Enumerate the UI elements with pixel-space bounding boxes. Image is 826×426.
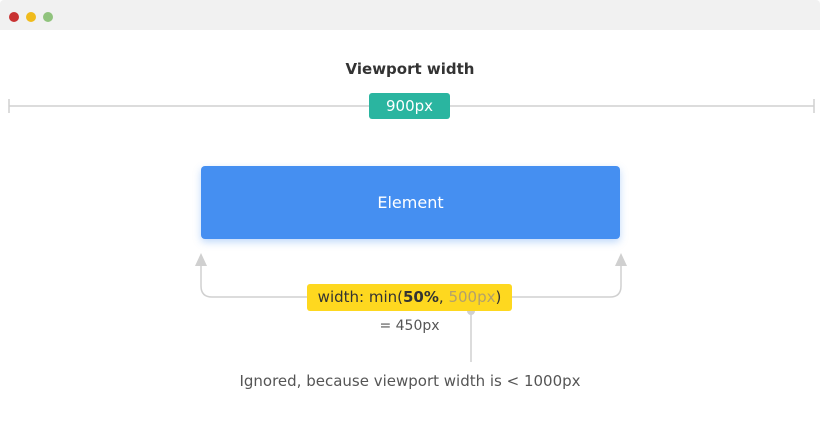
computed-result: = 450px <box>379 318 440 334</box>
element-box: Element <box>201 166 620 239</box>
formula-prefix: width: min( <box>317 288 403 306</box>
window-titlebar <box>0 0 820 30</box>
left-bracket-line <box>200 264 307 298</box>
close-dot-icon[interactable] <box>9 12 19 22</box>
right-arrow-icon <box>615 253 627 266</box>
ignored-note: Ignored, because viewport width is < 100… <box>239 372 581 390</box>
formula-ignored-value: 500px <box>448 288 496 306</box>
formula-percent: 50% <box>402 288 439 306</box>
left-arrow-icon <box>195 253 207 266</box>
right-bracket-line <box>512 264 622 298</box>
width-formula: width: min(50%, 500px) <box>307 284 512 311</box>
formula-separator: , <box>438 288 449 306</box>
formula-suffix: ) <box>495 288 502 306</box>
viewport-width-badge: 900px <box>369 93 450 119</box>
viewport-heading: Viewport width <box>345 60 475 78</box>
minimize-dot-icon[interactable] <box>26 12 36 22</box>
maximize-dot-icon[interactable] <box>43 12 53 22</box>
